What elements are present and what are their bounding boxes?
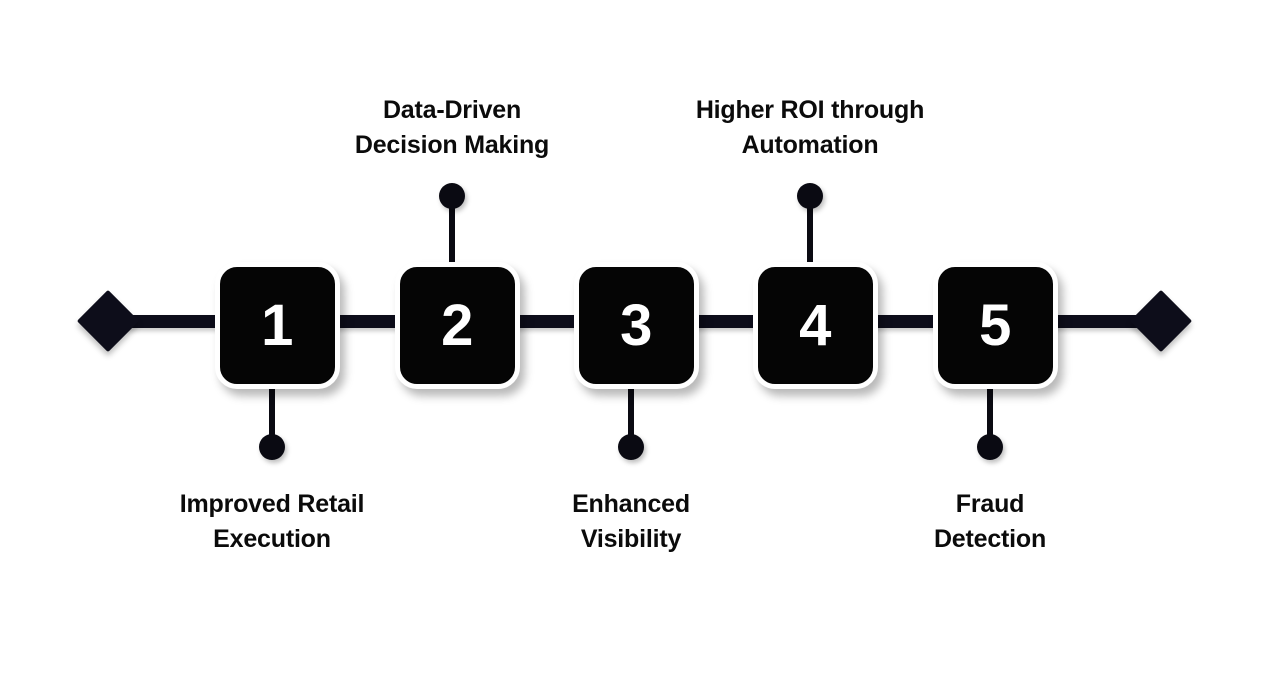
left-diamond-endpoint [76,289,140,353]
connector-dot-2 [439,183,465,209]
step-number-2: 2 [441,292,474,358]
step-label-1: Improved Retail Execution [179,490,365,553]
connector-stem-4 [807,196,813,266]
step-node-4[interactable]: 4 [753,262,878,389]
connector-dot-3 [618,434,644,460]
right-diamond-endpoint [1129,289,1193,353]
connector-stem-3 [628,376,634,446]
step-node-5[interactable]: 5 [933,262,1058,389]
step-node-3[interactable]: 3 [574,262,699,389]
connector-stem-1 [269,376,275,446]
connector-stem-2 [449,196,455,266]
step-label-3: Enhanced Visibility [572,490,690,553]
step-number-5: 5 [979,292,1012,358]
step-number-1: 1 [261,292,294,358]
connector-dot-4 [797,183,823,209]
connector-dot-5 [977,434,1003,460]
step-label-5: Fraud Detection [933,490,1047,553]
step-label-4: Higher ROI through Automation [695,96,925,159]
connector-stem-5 [987,376,993,446]
step-label-2: Data-Driven Decision Making [354,96,550,159]
step-number-4: 4 [799,292,832,358]
connector-dot-1 [259,434,285,460]
spine-segment-left-end [108,315,248,328]
step-node-2[interactable]: 2 [395,262,520,389]
step-number-3: 3 [620,292,653,358]
step-node-1[interactable]: 1 [215,262,340,389]
